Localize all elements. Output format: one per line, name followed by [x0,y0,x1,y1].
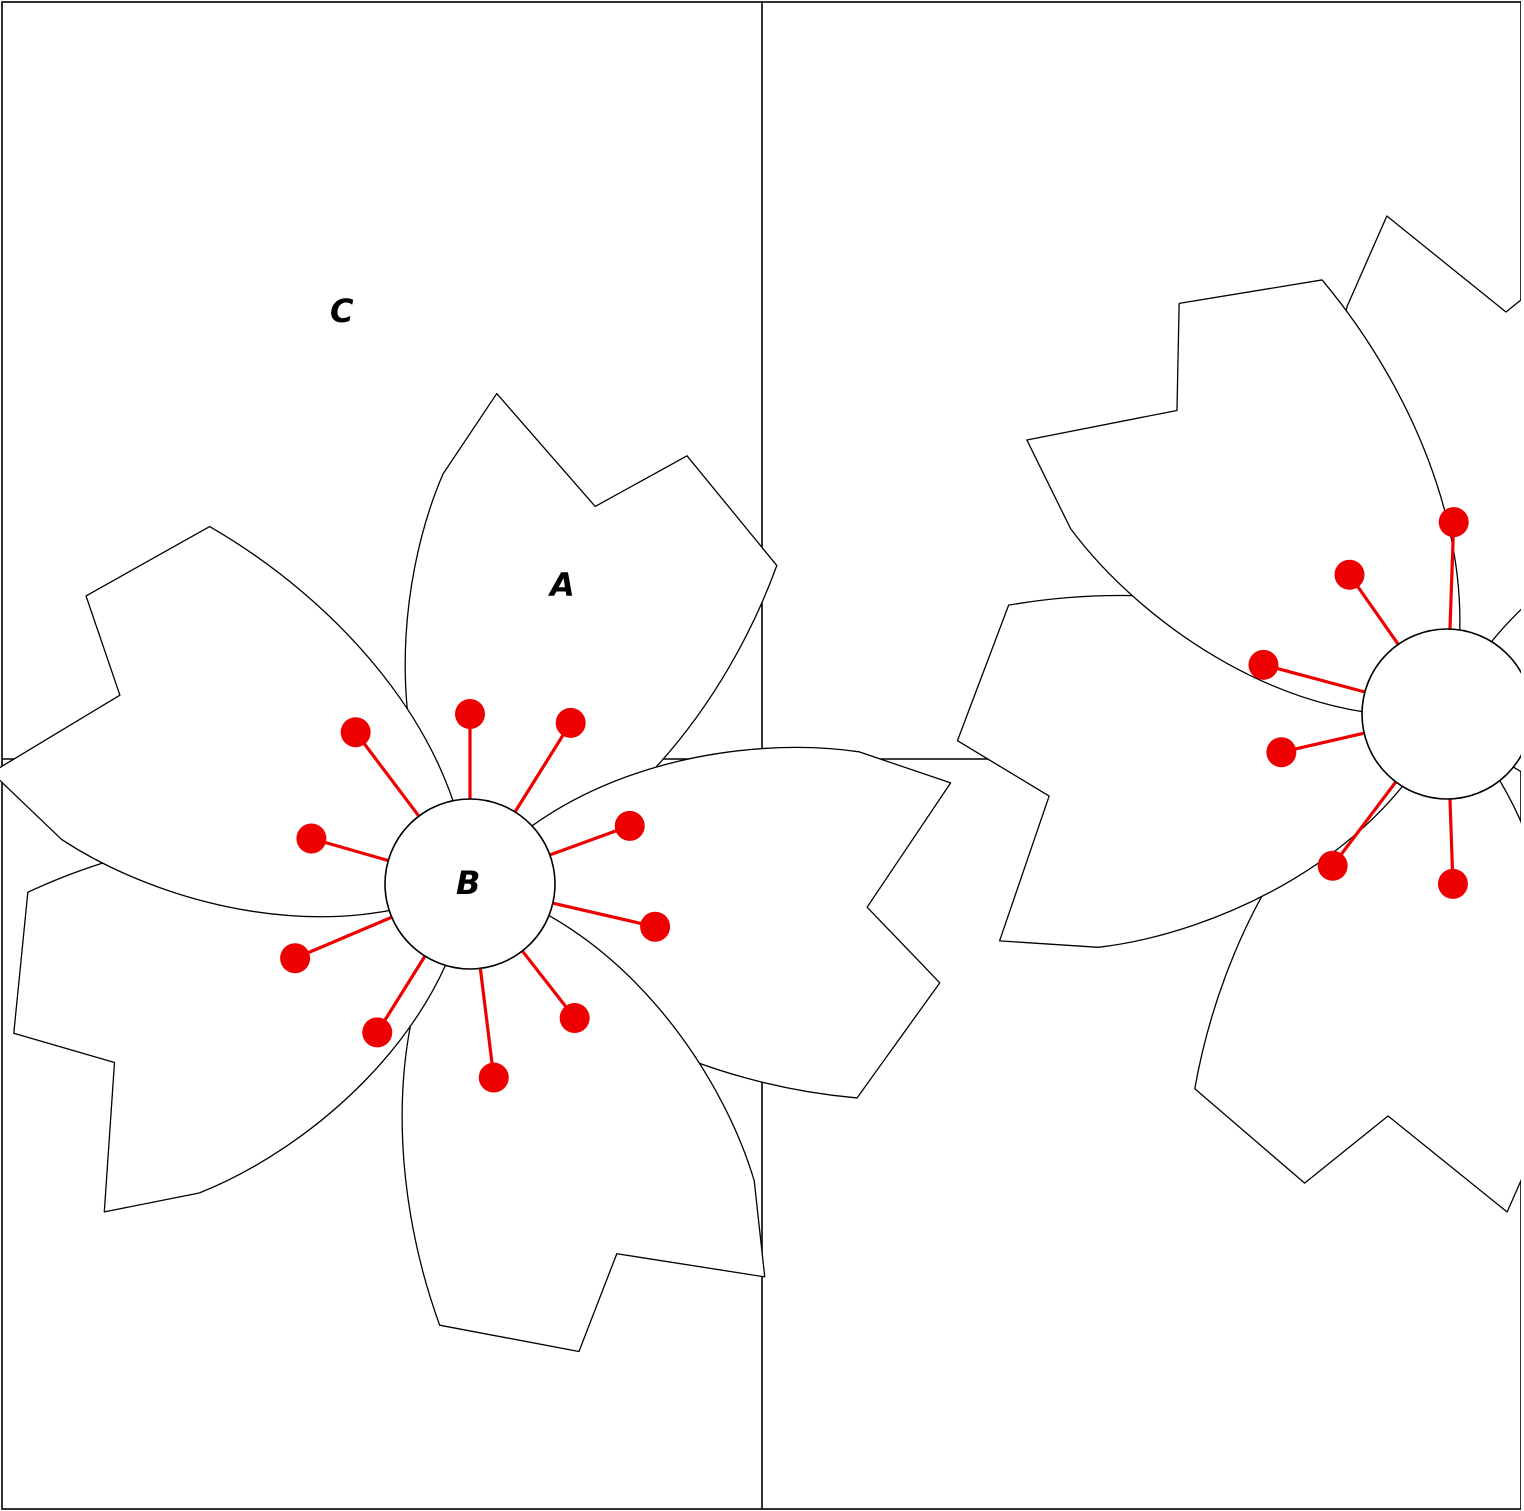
stamen-filament [1448,522,1456,631]
left-stamen [478,967,509,1093]
label-c: C [330,292,354,330]
right-stamen [1317,780,1398,881]
stamen-filament [551,901,656,929]
left-stamen [280,915,394,974]
flower-left [0,392,952,1353]
stamen-filament [513,722,573,814]
stamen-filament [1263,663,1367,694]
stamen-anther [1437,868,1468,899]
left-stamen [296,823,390,863]
left-stamens [280,699,671,1093]
stamen-anther [455,699,485,729]
flower-center-left [384,798,556,970]
right-stamen [1266,731,1366,768]
left-stamen [548,810,645,857]
flower-right [956,215,1524,1213]
right-stamen [1438,507,1469,631]
left-stamen [455,699,485,800]
stamen-anther [280,943,311,974]
left-stamen [340,717,421,818]
stamen-anther [1438,507,1469,538]
stamen-anther [555,707,586,738]
left-stamen [513,707,586,814]
right-edge-mask [1521,0,1524,1511]
stamen-anther [340,717,371,748]
right-petals [956,215,1524,1213]
stamen-anther [362,1017,393,1048]
left-stamen [362,954,427,1048]
stamen-anther [1248,649,1279,680]
left-petals [0,392,952,1353]
stamen-anther [559,1002,590,1033]
label-a: A [547,566,575,604]
left-petal [401,883,766,1353]
label-b: B [456,864,480,902]
right-stamens [1248,507,1469,899]
right-petal [1026,279,1461,717]
stamen-anther [1266,737,1297,768]
right-stamen [1437,797,1468,899]
stamen-anther [296,823,327,854]
left-petal [0,525,471,918]
stamen-anther [1317,850,1348,881]
stamen-anther [640,911,671,942]
right-stamen [1248,649,1367,694]
stamen-filament [375,954,427,1034]
flower-center-right [1361,628,1524,800]
right-stamen [1334,559,1401,647]
left-stamen [520,949,590,1033]
stamen-filament [294,915,394,960]
stamen-anther [478,1062,509,1093]
stamen-anther [1334,559,1365,590]
stamen-filament [478,967,496,1078]
stamen-filament [354,731,421,818]
stamen-filament [1331,780,1398,867]
stamen-anther [614,810,645,841]
left-stamen [551,901,671,942]
